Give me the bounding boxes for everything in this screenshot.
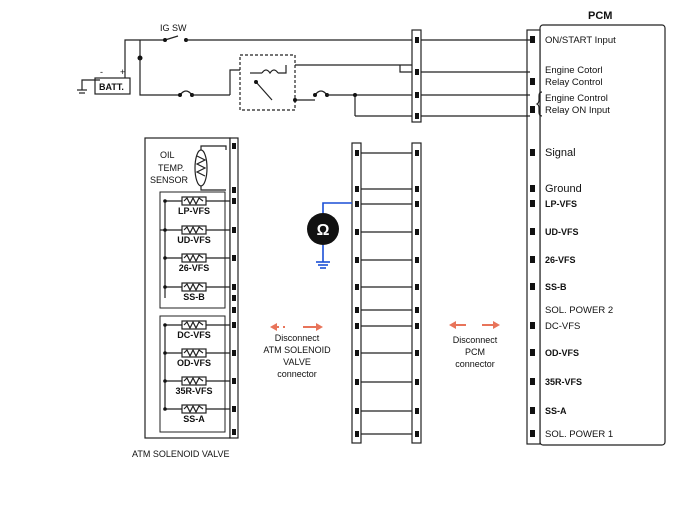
valve-side-connector xyxy=(351,142,362,444)
pcm-pin xyxy=(530,185,535,192)
pcm-pin-label: Engine Control xyxy=(545,93,608,104)
pcm-pin xyxy=(530,106,535,113)
solenoid-label: DC-VFS xyxy=(177,330,211,340)
note-right-3: connector xyxy=(455,359,495,369)
pcm-connector xyxy=(526,29,541,445)
pcm-pin-label: DC-VFS xyxy=(545,321,580,332)
note-left-1: Disconnect xyxy=(275,333,320,343)
main-relay xyxy=(239,54,296,111)
battery-minus: - xyxy=(100,67,103,77)
pcm-pin-label: 26-VFS xyxy=(545,255,576,265)
solenoid-label: LP-VFS xyxy=(178,206,210,216)
pcm-pin-label: OD-VFS xyxy=(545,348,579,358)
pcm-pin-label: SS-A xyxy=(545,406,567,416)
battery-box xyxy=(94,77,131,95)
ohm-meter: Ω xyxy=(307,202,352,269)
pcm-pin xyxy=(530,36,535,43)
note-left-3: VALVE xyxy=(283,357,311,367)
relay-contact xyxy=(255,81,273,101)
atm-solenoid-valve: ATM SOLENOID VALVE OIL TEMP. SENSOR LP-V… xyxy=(132,137,239,459)
solenoid-label: UD-VFS xyxy=(177,235,211,245)
sensor-label-2: TEMP. xyxy=(158,163,184,173)
note-right-2: PCM xyxy=(465,347,485,357)
pcm-pin xyxy=(530,283,535,290)
power-circuit: IG SW BATT. - + xyxy=(77,23,412,117)
pcm-pin-label: Relay ON Input xyxy=(545,105,610,116)
pcm-pin-label: Engine Cotorl xyxy=(545,65,603,76)
right-arrow-head xyxy=(316,323,323,331)
solenoid-label: 35R-VFS xyxy=(175,386,212,396)
battery-ground-wire xyxy=(81,79,100,90)
solenoid-group-1 xyxy=(159,191,226,309)
pcm-pin-label: LP-VFS xyxy=(545,199,577,209)
pcm-pin-label: Ground xyxy=(545,183,582,195)
pcm-pin xyxy=(530,228,535,235)
pcm-pin xyxy=(530,78,535,85)
pcm-pin xyxy=(530,378,535,385)
pcm-pin-label: UD-VFS xyxy=(545,227,579,237)
pcm-pin-label: SOL. POWER 1 xyxy=(545,429,613,440)
sensor-label-1: OIL xyxy=(160,150,175,160)
pcm-pin xyxy=(530,349,535,356)
pcm-pin-label: Signal xyxy=(545,147,576,159)
ig-wire-left xyxy=(124,39,165,80)
pcm-pin xyxy=(530,322,535,329)
solenoid-label: SS-B xyxy=(183,292,205,302)
pcm-pin-label: SS-B xyxy=(545,282,567,292)
pcm-pin-label: Relay Control xyxy=(545,77,603,88)
probe-wire-positive xyxy=(322,202,352,213)
note-left-2: ATM SOLENOID xyxy=(263,345,331,355)
pcm-side-connector xyxy=(411,142,422,444)
ohm-meter-icon xyxy=(307,213,339,245)
pcm-pin-label: 35R-VFS xyxy=(545,377,582,387)
solenoid-label: SS-A xyxy=(183,414,205,424)
upper-harness-connector xyxy=(411,29,422,123)
ohm-symbol: Ω xyxy=(317,222,330,239)
disconnect-pcm-note: Disconnect PCM connector xyxy=(449,321,500,369)
pcm-pin xyxy=(530,200,535,207)
ig-switch-label: IG SW xyxy=(160,23,187,33)
pcm-pin-label: SOL. POWER 2 xyxy=(545,305,613,316)
pcm-pin xyxy=(530,256,535,263)
sensor-label-3: SENSOR xyxy=(150,175,189,185)
battery-label: BATT. xyxy=(99,82,124,92)
note-right-1: Disconnect xyxy=(453,335,498,345)
pcm-pin xyxy=(530,149,535,156)
battery-plus: + xyxy=(120,67,125,77)
pcm-pin xyxy=(530,430,535,437)
solenoid-group-2 xyxy=(159,315,226,433)
ig-switch-blade xyxy=(164,35,179,41)
disconnect-valve-note: Disconnect ATM SOLENOID VALVE connector xyxy=(263,323,331,379)
battery-main-wire xyxy=(139,58,180,96)
pcm-pin-label: ON/START Input xyxy=(545,35,616,46)
note-left-4: connector xyxy=(277,369,317,379)
relay-coil xyxy=(261,69,279,75)
pcm-pin xyxy=(530,407,535,414)
pcm-title: PCM xyxy=(588,10,612,22)
solenoid-label: 26-VFS xyxy=(179,263,210,273)
solenoid-label: OD-VFS xyxy=(177,358,211,368)
left-arrow-head xyxy=(270,323,277,331)
valve-title: ATM SOLENOID VALVE xyxy=(132,449,230,459)
